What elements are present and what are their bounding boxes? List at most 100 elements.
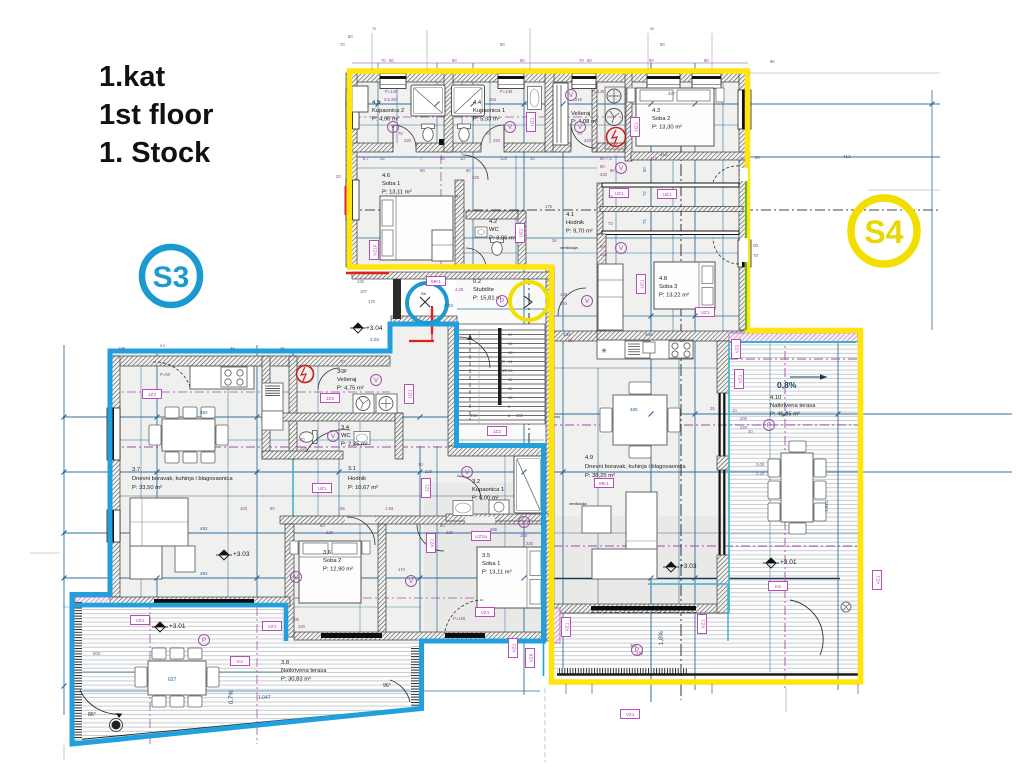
svg-text:1.047: 1.047 — [258, 695, 271, 701]
svg-text:80: 80 — [500, 359, 505, 364]
svg-text:6,7: 6,7 — [363, 156, 369, 161]
svg-text:627: 627 — [168, 677, 177, 683]
svg-text:220: 220 — [472, 175, 480, 180]
svg-text:220: 220 — [300, 446, 308, 451]
svg-text:80: 80 — [320, 523, 325, 528]
svg-text:P: 13,30 m²: P: 13,30 m² — [652, 124, 682, 130]
svg-text:103: 103 — [240, 506, 248, 511]
svg-text:2.20: 2.20 — [756, 471, 765, 476]
svg-text:12: 12 — [508, 377, 513, 382]
svg-text:25: 25 — [380, 156, 385, 161]
svg-text:70: 70 — [418, 462, 423, 467]
svg-text:284: 284 — [489, 97, 497, 102]
svg-text:80 7,5: 80 7,5 — [600, 156, 612, 161]
svg-text:220: 220 — [446, 530, 454, 535]
svg-text:1. Stock: 1. Stock — [99, 137, 211, 169]
svg-text:VZ1: VZ1 — [875, 575, 881, 584]
svg-text:86°: 86° — [88, 712, 96, 718]
svg-text:V: V — [522, 519, 527, 526]
svg-text:412: 412 — [650, 156, 658, 161]
svg-text:ventilacija: ventilacija — [569, 501, 587, 506]
svg-text:7: 7 — [420, 156, 423, 161]
svg-text:00: 00 — [753, 243, 759, 248]
svg-text:Dnevni boravak, kuhinja i blag: Dnevni boravak, kuhinja i blagovaonica — [585, 464, 686, 470]
svg-text:V: V — [578, 124, 583, 131]
svg-text:46: 46 — [230, 346, 235, 351]
svg-text:105: 105 — [118, 346, 126, 351]
svg-text:4.1: 4.1 — [566, 212, 574, 218]
svg-text:175: 175 — [545, 204, 553, 209]
svg-text:220: 220 — [425, 469, 433, 474]
svg-text:V: V — [391, 124, 396, 131]
svg-text:UZ1: UZ1 — [614, 191, 623, 197]
svg-text:V: V — [374, 377, 379, 384]
svg-text:+3.01: +3.01 — [780, 559, 797, 566]
svg-text:16: 16 — [508, 341, 513, 346]
svg-text:3.1: 3.1 — [348, 466, 356, 472]
svg-text:ventilacija: ventilacija — [560, 245, 578, 250]
svg-text:70: 70 — [486, 131, 491, 136]
svg-text:4.5 267: 4.5 267 — [384, 97, 399, 102]
svg-text:UZ1a: UZ1a — [475, 534, 487, 540]
svg-text:80: 80 — [466, 168, 471, 173]
svg-text:80: 80 — [600, 244, 605, 249]
svg-text:100: 100 — [560, 292, 568, 297]
svg-text:134: 134 — [563, 332, 571, 337]
svg-text:20: 20 — [755, 155, 760, 160]
svg-text:10: 10 — [508, 395, 513, 400]
svg-text:220: 220 — [636, 651, 644, 656]
svg-text:90: 90 — [770, 59, 775, 64]
svg-text:VZ1: VZ1 — [564, 622, 570, 631]
svg-text:VZ1: VZ1 — [136, 618, 145, 624]
svg-text:3.00: 3.00 — [756, 462, 765, 467]
svg-text:P: 30,83 m²: P: 30,83 m² — [281, 676, 311, 682]
svg-text:220: 220 — [404, 138, 412, 143]
svg-text:V: V — [619, 165, 624, 172]
svg-text:P: 38,25 m²: P: 38,25 m² — [585, 473, 615, 479]
svg-text:P: 13,11 m²: P: 13,11 m² — [382, 189, 412, 195]
svg-text:4.29: 4.29 — [455, 287, 464, 292]
svg-text:S3: S3 — [153, 261, 190, 294]
svg-text:P=140: P=140 — [385, 89, 398, 94]
svg-text:70: 70 — [579, 58, 584, 63]
svg-text:+3.03: +3.03 — [680, 563, 697, 570]
svg-text:3,03: 3,03 — [444, 303, 453, 308]
svg-text:4.10: 4.10 — [770, 395, 781, 401]
svg-text:220: 220 — [500, 368, 508, 373]
svg-text:1.010: 1.010 — [824, 500, 829, 512]
svg-text:3,03: 3,03 — [370, 337, 379, 342]
svg-text:492: 492 — [200, 571, 208, 576]
svg-text:WC: WC — [489, 227, 499, 233]
svg-text:90: 90 — [649, 58, 654, 63]
svg-text:S4: S4 — [864, 214, 903, 250]
svg-text:V: V — [585, 298, 590, 305]
svg-text:P: 4,08 m²: P: 4,08 m² — [571, 119, 598, 125]
svg-text:VZ1: VZ1 — [511, 643, 517, 652]
svg-text:UZ1: UZ1 — [639, 279, 645, 288]
svg-text:Hodnik: Hodnik — [348, 476, 366, 482]
svg-text:174: 174 — [398, 567, 406, 572]
svg-text:UZ1: UZ1 — [700, 310, 709, 316]
svg-text:9: 9 — [508, 404, 511, 409]
svg-text:P=140: P=140 — [500, 89, 513, 94]
svg-text:JZ2: JZ2 — [493, 429, 501, 435]
svg-text:90: 90 — [642, 167, 647, 172]
svg-text:UZ1: UZ1 — [662, 192, 671, 198]
svg-text:72: 72 — [608, 221, 613, 226]
svg-text:3.7: 3.7 — [132, 467, 140, 473]
svg-text:90: 90 — [704, 58, 709, 63]
svg-text:3.5: 3.5 — [482, 553, 490, 559]
svg-text:260: 260 — [470, 413, 478, 418]
svg-text:346: 346 — [645, 332, 653, 337]
svg-text:72: 72 — [608, 194, 613, 199]
svg-text:Kupaonica 1: Kupaonica 1 — [472, 487, 504, 493]
svg-text:4.5: 4.5 — [372, 100, 380, 106]
svg-text:P: 5,00 m²: P: 5,00 m² — [472, 495, 499, 501]
svg-text:4.9: 4.9 — [585, 455, 593, 461]
svg-text:P=50: P=50 — [160, 372, 171, 377]
svg-text:VZ1: VZ1 — [737, 374, 743, 383]
svg-text:200: 200 — [740, 416, 748, 421]
svg-text:10: 10 — [460, 156, 465, 161]
svg-text:70: 70 — [398, 131, 403, 136]
svg-text:90: 90 — [650, 27, 654, 31]
